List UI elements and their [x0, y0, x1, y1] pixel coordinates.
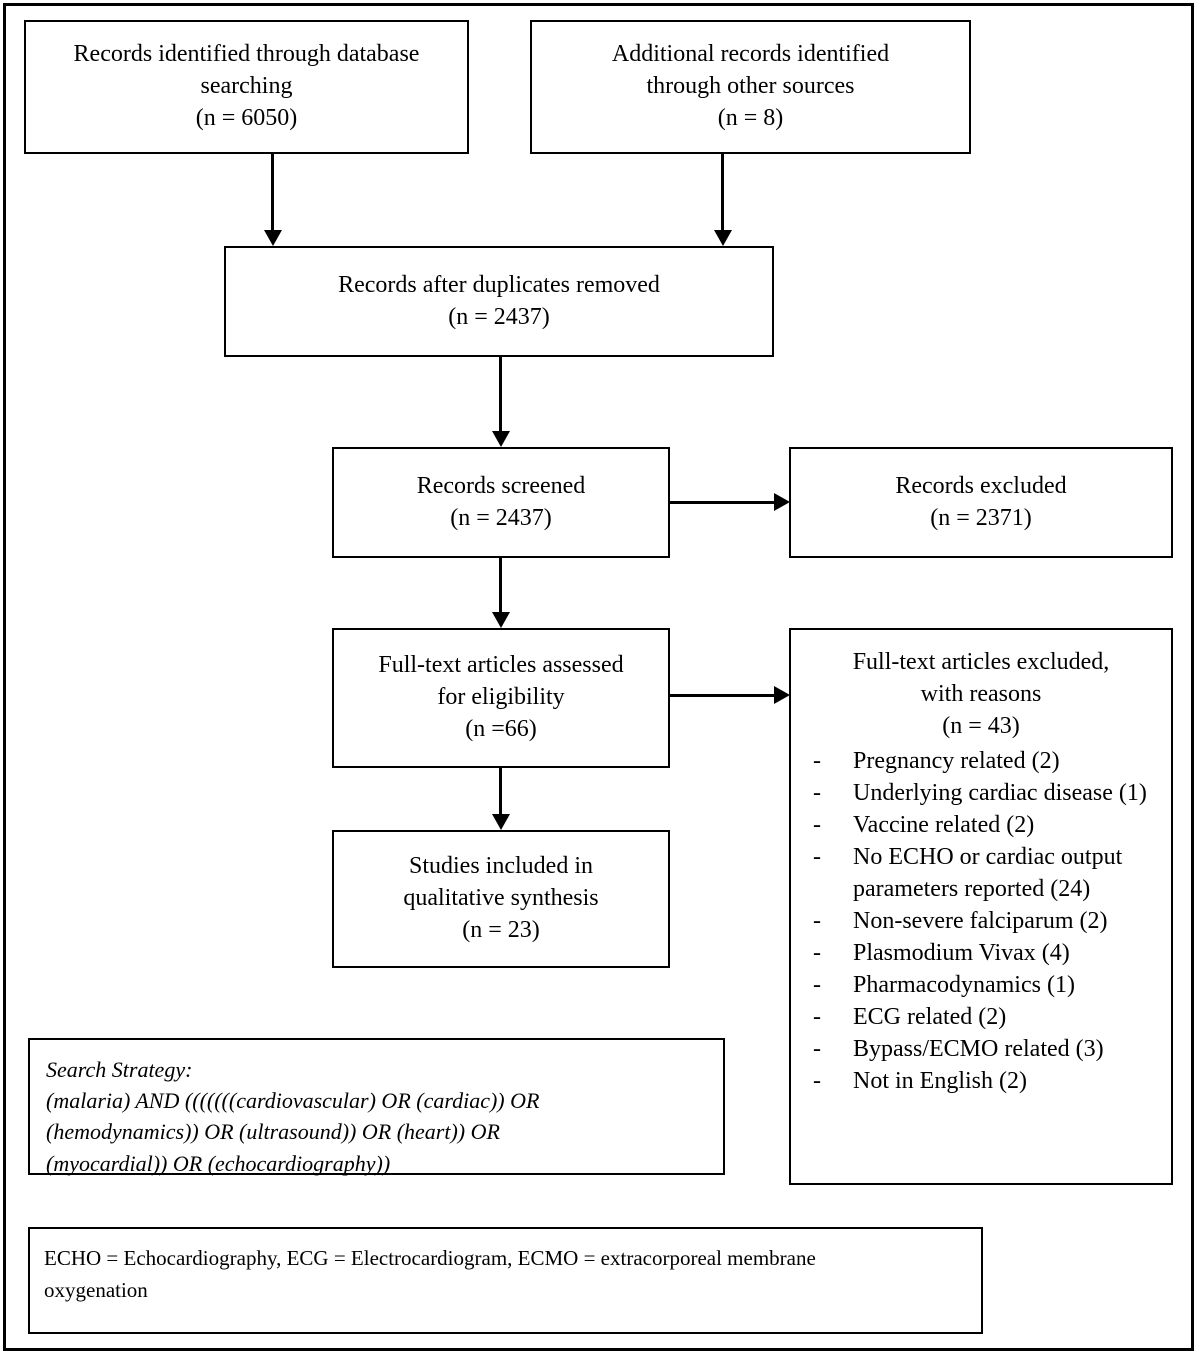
box-line: Studies included in: [409, 853, 593, 880]
bullet-dash: -: [813, 812, 821, 839]
search-strategy-line: (myocardial)) OR (echocardiography)): [46, 1150, 391, 1176]
box-line: searching: [200, 73, 293, 100]
list-item: - Non-severe falciparum (2): [797, 905, 1165, 937]
box-records-screened: Records screened (n = 2437): [332, 447, 670, 558]
box-fulltext-assessed-eligibility: Full-text articles assessed for eligibil…: [332, 628, 670, 768]
arrowhead-screened-to-fulltext: [492, 612, 510, 628]
bullet-dash: -: [813, 780, 821, 807]
list-item-label: Pregnancy related (2): [853, 748, 1060, 775]
list-item-label: No ECHO or cardiac output parameters rep…: [853, 844, 1123, 903]
bullet-dash: -: [813, 844, 821, 871]
box-records-identified-database: Records identified through database sear…: [24, 20, 469, 154]
arrowhead-screened-to-excluded: [774, 493, 790, 511]
list-item: - ECG related (2): [797, 1001, 1165, 1033]
arrowhead-fulltext-to-reasons: [774, 686, 790, 704]
box-line: (n = 2371): [930, 504, 1032, 531]
bullet-dash: -: [813, 748, 821, 775]
box-line: (n = 8): [717, 104, 784, 131]
box-line: Records after duplicates removed: [338, 271, 660, 298]
box-line: Full-text articles assessed: [378, 652, 624, 679]
box-line: Records excluded: [895, 472, 1067, 499]
box-line: for eligibility: [437, 684, 565, 711]
arrowhead-other-to-duplicates: [714, 230, 732, 246]
box-studies-included-qualitative-synthesis: Studies included in qualitative synthesi…: [332, 830, 670, 968]
box-abbreviation-footnote: ECHO = Echocardiography, ECG = Electroca…: [28, 1227, 983, 1334]
list-item-label: ECG related (2): [853, 1004, 1007, 1031]
connector-fulltext-to-reasons: [670, 694, 774, 697]
outer-border: [3, 3, 1194, 1351]
box-line: Records screened: [416, 472, 586, 499]
connector-other-to-duplicates: [721, 154, 724, 230]
box-line: Records identified through database: [73, 41, 420, 68]
connector-duplicates-to-screened: [499, 357, 502, 431]
list-item-label: Bypass/ECMO related (3): [853, 1036, 1104, 1063]
bullet-dash: -: [813, 972, 821, 999]
list-item-label: Plasmodium Vivax (4): [853, 940, 1070, 967]
bullet-dash: -: [813, 1068, 821, 1095]
list-item: - Pharmacodynamics (1): [797, 969, 1165, 1001]
list-item: - Bypass/ECMO related (3): [797, 1033, 1165, 1065]
arrowhead-fulltext-to-included: [492, 814, 510, 830]
list-item-label: Pharmacodynamics (1): [853, 972, 1075, 999]
box-line: (n = 23): [462, 916, 540, 943]
connector-fulltext-to-included: [499, 768, 502, 814]
footnote-line: oxygenation: [44, 1277, 148, 1302]
box-line: (n = 2437): [448, 303, 550, 330]
bullet-dash: -: [813, 908, 821, 935]
box-records-after-duplicates-removed: Records after duplicates removed (n = 24…: [224, 246, 774, 357]
reasons-heading-line: with reasons: [920, 681, 1042, 708]
box-line: qualitative synthesis: [403, 885, 599, 912]
search-strategy-line: (hemodynamics)) OR (ultrasound)) OR (hea…: [46, 1119, 500, 1145]
reasons-heading-line: (n = 43): [942, 713, 1020, 740]
footnote-line: ECHO = Echocardiography, ECG = Electroca…: [44, 1246, 816, 1270]
reasons-heading-line: Full-text articles excluded,: [852, 649, 1110, 675]
connector-screened-to-fulltext: [499, 558, 502, 612]
box-search-strategy: Search Strategy: (malaria) AND (((((((ca…: [28, 1038, 725, 1176]
bullet-dash: -: [813, 1036, 821, 1063]
arrowhead-db-to-duplicates: [264, 230, 282, 246]
box-records-excluded: Records excluded (n = 2371): [789, 447, 1173, 558]
box-line: (n =66): [465, 715, 537, 742]
exclusion-reasons-list: - Pregnancy related (2) - Underlying cardi…: [797, 745, 1165, 1097]
list-item: - No ECHO or cardiac output parameters re…: [797, 841, 1165, 905]
list-item: - Not in English (2): [797, 1065, 1165, 1097]
connector-db-to-duplicates: [271, 154, 274, 230]
search-strategy-line: (malaria) AND (((((((cardiovascular) OR …: [46, 1088, 540, 1114]
box-records-identified-other-sources: Additional records identified through ot…: [530, 20, 971, 154]
list-item: - Pregnancy related (2): [797, 745, 1165, 777]
list-item-label: Not in English (2): [853, 1068, 1027, 1095]
bullet-dash: -: [813, 940, 821, 967]
search-strategy-line: Search Strategy:: [46, 1057, 193, 1082]
list-item-label: Non-severe falciparum (2): [853, 908, 1108, 935]
list-item: - Plasmodium Vivax (4): [797, 937, 1165, 969]
box-line: through other sources: [646, 73, 855, 100]
bullet-dash: -: [813, 1004, 821, 1031]
box-line: (n = 6050): [195, 104, 298, 131]
connector-screened-to-excluded: [670, 501, 774, 504]
box-line: Additional records identified: [611, 41, 890, 68]
arrowhead-duplicates-to-screened: [492, 431, 510, 447]
box-line: (n = 2437): [450, 504, 552, 531]
list-item-label: Vaccine related (2): [853, 812, 1035, 839]
list-item-label: Underlying cardiac disease (1): [853, 780, 1147, 807]
list-item: - Underlying cardiac disease (1): [797, 777, 1165, 809]
box-fulltext-excluded-with-reasons: Full-text articles excluded, with reason…: [789, 628, 1173, 1185]
list-item: - Vaccine related (2): [797, 809, 1165, 841]
